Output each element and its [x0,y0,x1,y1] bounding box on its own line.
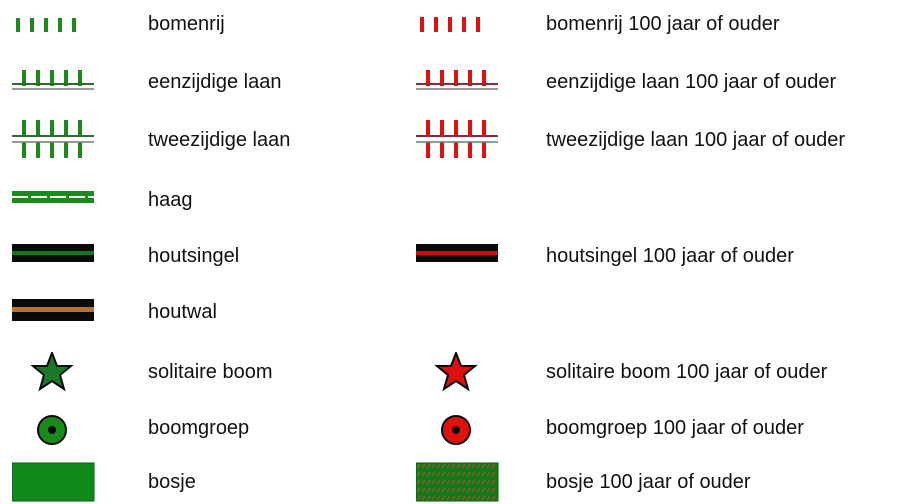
wooded-strip-icon [416,236,500,276]
grove-icon [12,462,96,502]
tree-group-icon [416,408,500,448]
tree-group-icon [12,408,96,448]
legend-label: bomenrij [148,13,225,35]
legend-label: bomenrij 100 jaar of ouder [546,13,780,35]
tree-row-icon [12,4,96,44]
legend-label: eenzijdige laan 100 jaar of ouder [546,71,837,93]
legend-label: houtsingel 100 jaar of ouder [546,245,794,267]
legend-label: tweezijdige laan 100 jaar of ouder [546,129,846,151]
star-icon [416,352,500,392]
legend-label: bosje [148,471,196,493]
legend-label: bosje 100 jaar of ouder [546,471,751,493]
legend-label: solitaire boom 100 jaar of ouder [546,361,828,383]
legend-label: eenzijdige laan [148,71,282,93]
tree-row-icon [416,4,500,44]
legend-label: houtsingel [148,245,240,267]
one-sided-avenue-icon [12,62,96,102]
legend-label: boomgroep [148,417,250,439]
legend-label: solitaire boom [148,361,273,383]
wooded-strip-icon [12,236,96,276]
one-sided-avenue-icon [416,62,500,102]
legend-label: boomgroep 100 jaar of ouder [546,417,804,439]
star-icon [12,352,96,392]
legend-label: tweezijdige laan [148,129,291,151]
two-sided-avenue-icon [12,120,96,160]
two-sided-avenue-icon [416,120,500,160]
hedge-icon [12,180,96,220]
legend-label: houtwal [148,301,217,323]
legend-label: haag [148,189,193,211]
grove-icon [416,462,500,502]
wooded-bank-icon [12,292,96,332]
